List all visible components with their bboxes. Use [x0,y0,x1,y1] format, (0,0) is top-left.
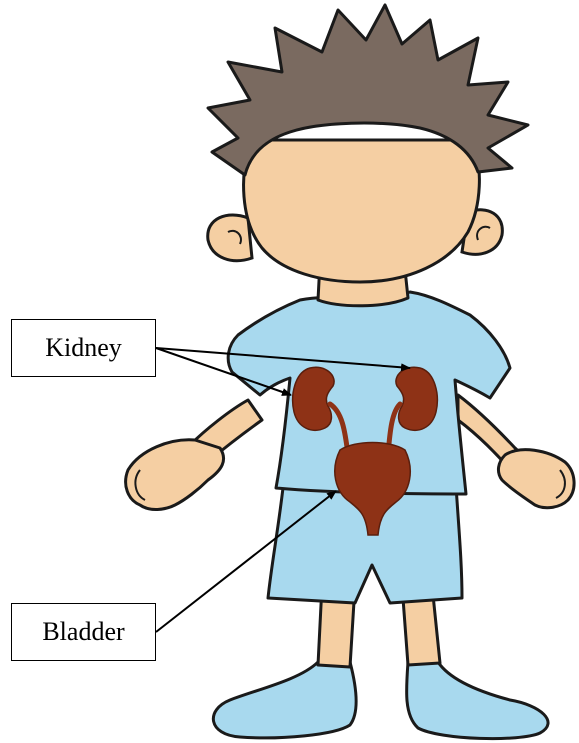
left-shoe [213,662,356,738]
bladder-label-text: Bladder [42,617,124,647]
bladder-label: Bladder [11,603,156,661]
right-shoe [407,662,548,739]
right-hand [498,450,574,508]
kidney-label-text: Kidney [45,333,122,363]
head [244,140,480,282]
kidney-label: Kidney [11,319,156,377]
left-ear [208,215,252,261]
left-hand [126,440,224,510]
